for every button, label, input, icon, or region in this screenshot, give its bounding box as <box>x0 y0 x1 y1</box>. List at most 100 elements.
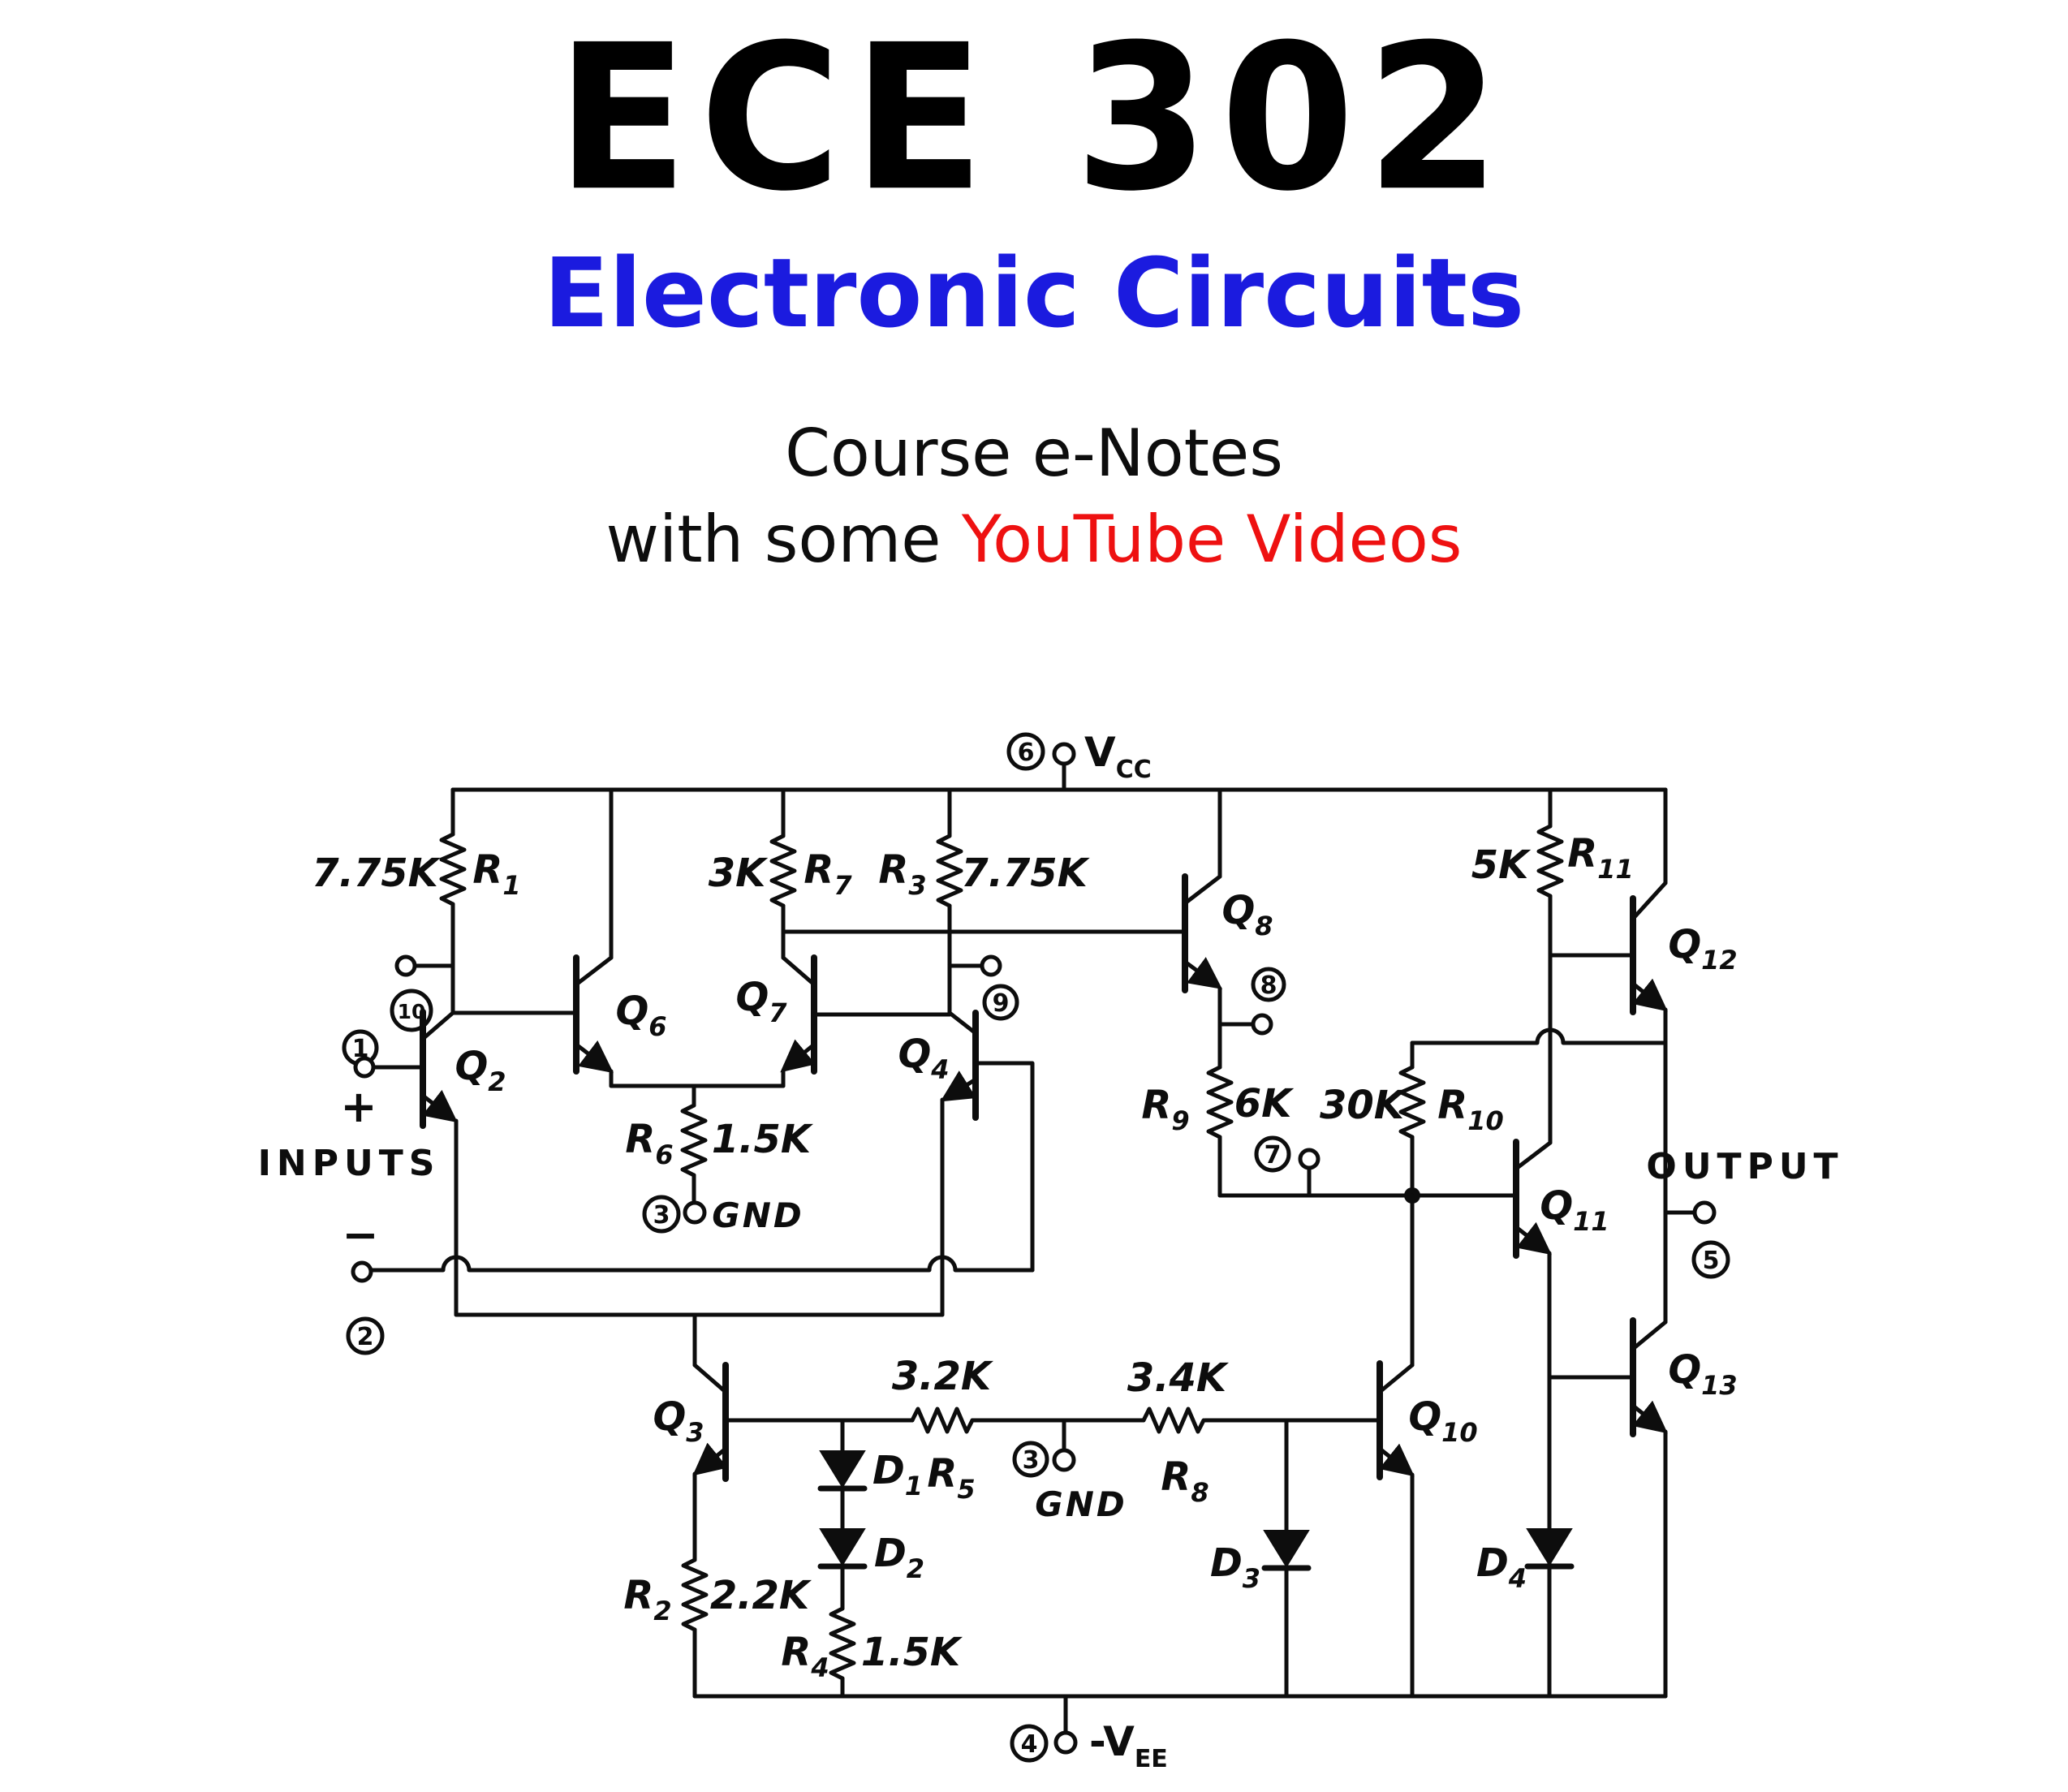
q6-label: Q6 <box>615 989 666 1042</box>
vcc-terminal-circle <box>1052 742 1076 766</box>
terminal-3-mid-number: 3 <box>653 1201 670 1230</box>
resistor-r7: 3K R7 <box>709 787 852 934</box>
inputs-label: INPUTS <box>258 1143 441 1184</box>
q4-label: Q4 <box>898 1032 949 1085</box>
terminal-1-circle <box>353 1056 376 1079</box>
d2-label: D2 <box>874 1531 924 1584</box>
minus-sign: − <box>342 1209 378 1260</box>
r11-value: 5K <box>1471 842 1532 888</box>
diode-d2: D2 <box>817 1528 924 1611</box>
terminal-6-badge <box>1006 732 1045 771</box>
resistor-r1: 7.75K R1 <box>312 787 521 1015</box>
terminal-8-badge <box>1251 967 1286 1002</box>
terminal-5-badge <box>1691 1240 1730 1279</box>
q10-label: Q10 <box>1408 1394 1477 1448</box>
transistor-q8: Q8 <box>1182 787 1273 1070</box>
r10-value: 30K <box>1320 1083 1407 1128</box>
r6-value: 1.5K <box>712 1117 814 1162</box>
subtitle-youtube-highlight: YouTube Videos <box>961 502 1463 577</box>
terminal-2-number: 2 <box>357 1323 374 1351</box>
terminal-9-number: 9 <box>993 989 1010 1018</box>
terminal-9-circle <box>980 954 1002 977</box>
q13-label: Q13 <box>1668 1347 1737 1401</box>
r2-value: 2.2K <box>710 1573 812 1618</box>
q11-base-node: 7 <box>1217 1135 1519 1204</box>
transistor-q6: Q6 <box>573 787 667 1088</box>
q8-label: Q8 <box>1221 888 1273 941</box>
terminal-9-badge <box>982 984 1019 1021</box>
resistor-r10: 30K R10 <box>1320 1027 1668 1198</box>
subtitle-prefix: with some <box>605 502 962 577</box>
terminal-3-bottom-badge <box>1012 1441 1049 1478</box>
gnd-label-bottom: GND <box>1035 1484 1127 1524</box>
terminal-9: 9 <box>947 954 1019 1021</box>
r7-value: 3K <box>709 851 769 896</box>
terminal-5-number: 5 <box>1703 1247 1720 1275</box>
vee-terminal-circle <box>1053 1730 1078 1755</box>
transistor-q3: Q3 <box>653 1362 729 1562</box>
terminal-6-number: 6 <box>1018 739 1035 767</box>
course-code-title: ECE 302 <box>556 2 1512 236</box>
r4-label: R4 <box>781 1630 829 1683</box>
plus-sign: + <box>340 1081 377 1132</box>
resistor-r8: 3.4K R8 <box>1127 1355 1382 1508</box>
diode-d4: D4 <box>1476 1528 1575 1594</box>
d1-label: D1 <box>872 1448 923 1501</box>
vcc-label: VCC <box>1084 729 1152 784</box>
vee-terminal: 4 -VEE <box>1010 1694 1168 1773</box>
resistor-r11: 5K R11 <box>1471 787 1634 1145</box>
page-title: Electronic Circuits <box>543 237 1525 349</box>
input-terminal-1: 1 + <box>340 1029 425 1132</box>
subtitle-course-enotes: Course e-Notes <box>785 416 1283 491</box>
r9-value: 6K <box>1234 1081 1295 1126</box>
r1-label: R1 <box>472 847 520 901</box>
q2-label: Q2 <box>455 1044 506 1097</box>
terminal-7-badge <box>1254 1135 1291 1173</box>
r7-label: R7 <box>804 847 852 901</box>
terminal-4-badge <box>1010 1724 1049 1763</box>
transistor-q10: Q10 <box>1377 1360 1478 1699</box>
terminal-7-number: 7 <box>1264 1141 1282 1170</box>
r9-label: R9 <box>1141 1083 1189 1136</box>
wire-inverting-input-line <box>368 1255 1035 1273</box>
resistor-r2: R2 2.2K <box>623 1557 812 1699</box>
r4-value: 1.5K <box>861 1630 963 1675</box>
terminal-2-circle <box>351 1260 373 1283</box>
output-terminal: OUTPUT 5 <box>1646 1146 1838 1279</box>
resistor-r6: R6 1.5K <box>625 1083 814 1205</box>
terminal-1-number: 1 <box>352 1035 369 1063</box>
terminal-8-circle <box>1251 1013 1273 1036</box>
r3-value: 7.75K <box>961 851 1090 896</box>
r8-value: 3.4K <box>1127 1355 1230 1401</box>
ground-terminal-3-mid: 3 GND <box>642 1195 804 1235</box>
vee-label: -VEE <box>1089 1718 1168 1773</box>
terminal-3-bottom-number: 3 <box>1023 1446 1040 1475</box>
d3-label: D3 <box>1210 1540 1260 1594</box>
transistor-q7: Q7 <box>735 929 952 1088</box>
terminal-2-badge <box>346 1316 385 1355</box>
terminal-3-mid-circle <box>683 1200 707 1225</box>
diode-d1: D1 <box>817 1418 923 1531</box>
r8-label: R8 <box>1161 1454 1208 1508</box>
q11-label: Q11 <box>1540 1183 1609 1237</box>
transistor-q12: Q12 <box>1548 787 1738 1015</box>
wire-r10-to-q12-emitter <box>1410 1027 1668 1045</box>
terminal-3-mid-badge <box>642 1195 681 1234</box>
q12-label: Q12 <box>1668 922 1737 976</box>
resistor-r9: R9 6K <box>1141 1065 1295 1198</box>
terminal-4-number: 4 <box>1021 1730 1038 1759</box>
input-terminal-2: − 2 <box>342 1209 385 1355</box>
gnd-label-mid: GND <box>712 1195 804 1235</box>
transistor-q4: Q4 <box>898 1010 1035 1317</box>
terminal-10-circle <box>394 954 417 977</box>
transistor-q11: Q11 <box>1513 1139 1609 1699</box>
r11-label: R11 <box>1567 831 1634 885</box>
resistor-r3: R3 7.75K <box>878 787 1091 1017</box>
terminal-3-bottom-circle <box>1052 1448 1076 1472</box>
vcc-terminal: 6 VCC <box>1006 729 1152 792</box>
r2-label: R2 <box>623 1573 671 1626</box>
resistor-r4: R4 1.5K <box>781 1606 963 1699</box>
diode-d3: D3 <box>1210 1418 1312 1699</box>
r6-label: R6 <box>625 1117 673 1170</box>
